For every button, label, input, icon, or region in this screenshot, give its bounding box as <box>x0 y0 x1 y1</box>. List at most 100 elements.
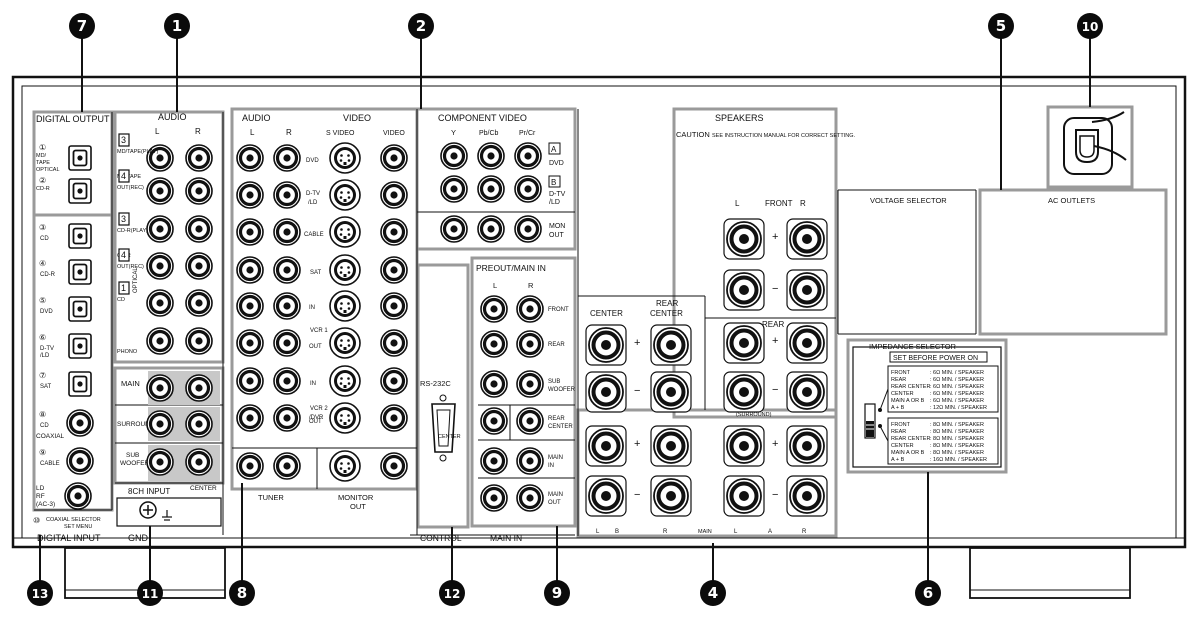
speaker-terminal[interactable] <box>587 326 625 364</box>
digital-input-coaxial-jack[interactable] <box>65 446 95 476</box>
av-audio-l-jack[interactable] <box>235 403 265 433</box>
audio-l-jack[interactable] <box>145 288 175 318</box>
preout-l-jack[interactable] <box>479 483 509 513</box>
speaker-terminal[interactable] <box>725 220 763 258</box>
av-audio-r-jack[interactable] <box>272 255 302 285</box>
impedance-slide-switch[interactable] <box>864 403 876 439</box>
av-audio-l-jack[interactable] <box>235 143 265 173</box>
audio-l-jack[interactable] <box>145 214 175 244</box>
av-audio-r-jack[interactable] <box>272 366 302 396</box>
av-s-video-jack[interactable] <box>329 254 361 286</box>
av-s-video-jack[interactable] <box>329 142 361 174</box>
speaker-terminal[interactable] <box>788 324 826 362</box>
speaker-terminal[interactable] <box>652 427 690 465</box>
preout-r-jack[interactable] <box>515 294 545 324</box>
av-audio-l-jack[interactable] <box>235 366 265 396</box>
speaker-terminal[interactable] <box>725 373 763 411</box>
audio-r-jack[interactable] <box>184 288 214 318</box>
tuner-r-jack[interactable] <box>272 451 302 481</box>
digital-output-optical-jack[interactable] <box>68 178 92 204</box>
av-s-video-jack[interactable] <box>329 290 361 322</box>
av-s-video-jack[interactable] <box>329 365 361 397</box>
component-y-jack[interactable] <box>439 141 469 171</box>
speaker-terminal[interactable] <box>652 477 690 515</box>
av-video-jack[interactable] <box>379 328 409 358</box>
speaker-terminal[interactable] <box>788 220 826 258</box>
av-audio-l-jack[interactable] <box>235 180 265 210</box>
preout-r-jack[interactable] <box>515 329 545 359</box>
component-pb-jack[interactable] <box>476 214 506 244</box>
8ch-center-jack[interactable] <box>184 447 214 477</box>
av-audio-l-jack[interactable] <box>235 255 265 285</box>
av-audio-l-jack[interactable] <box>235 328 265 358</box>
preout-r-jack[interactable] <box>515 369 545 399</box>
8ch-surround-l-jack[interactable] <box>145 409 175 439</box>
8ch-sub-woofer-jack[interactable] <box>145 447 175 477</box>
preout-l-jack[interactable] <box>479 369 509 399</box>
av-audio-r-jack[interactable] <box>272 217 302 247</box>
speaker-terminal[interactable] <box>587 477 625 515</box>
rs232c-port[interactable] <box>431 394 456 462</box>
speaker-terminal[interactable] <box>725 271 763 309</box>
tuner-l-jack[interactable] <box>235 451 265 481</box>
component-y-jack[interactable] <box>439 174 469 204</box>
preout-r-jack[interactable] <box>515 406 545 436</box>
av-audio-l-jack[interactable] <box>235 291 265 321</box>
preout-l-jack[interactable] <box>479 446 509 476</box>
audio-l-jack[interactable] <box>145 176 175 206</box>
av-s-video-jack[interactable] <box>329 327 361 359</box>
digital-input-optical-jack[interactable] <box>68 223 92 249</box>
av-video-jack[interactable] <box>379 143 409 173</box>
monitor-out-s-video-jack[interactable] <box>329 450 361 482</box>
av-audio-r-jack[interactable] <box>272 180 302 210</box>
component-pb-jack[interactable] <box>476 174 506 204</box>
audio-r-jack[interactable] <box>184 251 214 281</box>
component-pr-jack[interactable] <box>513 174 543 204</box>
audio-r-jack[interactable] <box>184 176 214 206</box>
av-audio-r-jack[interactable] <box>272 403 302 433</box>
speaker-terminal[interactable] <box>587 373 625 411</box>
av-s-video-jack[interactable] <box>329 402 361 434</box>
av-audio-r-jack[interactable] <box>272 291 302 321</box>
digital-input-coaxial-jack[interactable] <box>65 408 95 438</box>
av-video-jack[interactable] <box>379 403 409 433</box>
audio-l-jack[interactable] <box>145 326 175 356</box>
ld-rf-jack[interactable] <box>63 481 93 511</box>
speaker-terminal[interactable] <box>788 271 826 309</box>
preout-r-jack[interactable] <box>515 446 545 476</box>
gnd-terminal-icon[interactable] <box>139 501 172 521</box>
digital-input-optical-jack[interactable] <box>68 296 92 322</box>
monitor-out-video-jack[interactable] <box>379 451 409 481</box>
digital-input-optical-jack[interactable] <box>68 259 92 285</box>
component-pb-jack[interactable] <box>476 141 506 171</box>
av-video-jack[interactable] <box>379 217 409 247</box>
8ch-main-l-jack[interactable] <box>145 373 175 403</box>
av-audio-r-jack[interactable] <box>272 143 302 173</box>
audio-r-jack[interactable] <box>184 143 214 173</box>
av-video-jack[interactable] <box>379 255 409 285</box>
av-video-jack[interactable] <box>379 366 409 396</box>
speaker-terminal[interactable] <box>652 326 690 364</box>
av-s-video-jack[interactable] <box>329 216 361 248</box>
component-y-jack[interactable] <box>439 214 469 244</box>
8ch-surround-r-jack[interactable] <box>184 409 214 439</box>
digital-input-optical-jack[interactable] <box>68 371 92 397</box>
speaker-terminal[interactable] <box>725 427 763 465</box>
preout-r-jack[interactable] <box>515 483 545 513</box>
speaker-terminal[interactable] <box>725 477 763 515</box>
speaker-terminal[interactable] <box>587 427 625 465</box>
audio-l-jack[interactable] <box>145 251 175 281</box>
av-video-jack[interactable] <box>379 291 409 321</box>
av-video-jack[interactable] <box>379 180 409 210</box>
digital-input-optical-jack[interactable] <box>68 333 92 359</box>
preout-l-jack[interactable] <box>479 294 509 324</box>
av-audio-l-jack[interactable] <box>235 217 265 247</box>
av-audio-r-jack[interactable] <box>272 328 302 358</box>
speaker-terminal[interactable] <box>788 477 826 515</box>
speaker-terminal[interactable] <box>652 373 690 411</box>
preout-l-jack[interactable] <box>479 406 509 436</box>
speaker-terminal[interactable] <box>788 373 826 411</box>
component-pr-jack[interactable] <box>513 141 543 171</box>
audio-r-jack[interactable] <box>184 326 214 356</box>
audio-r-jack[interactable] <box>184 214 214 244</box>
